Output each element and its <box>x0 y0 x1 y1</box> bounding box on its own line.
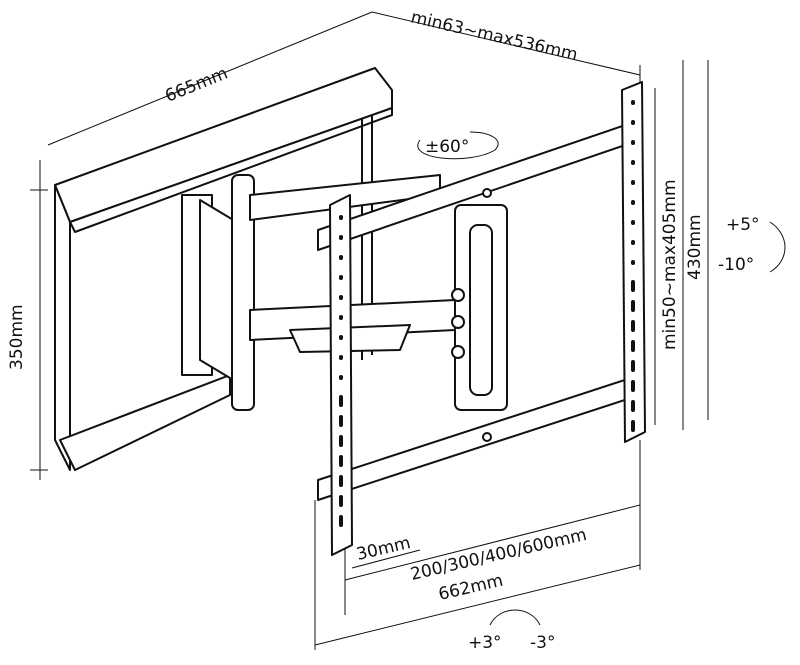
mounting-slot <box>339 495 343 507</box>
mounting-slot <box>631 380 635 392</box>
mounting-slot <box>339 455 343 467</box>
wall-plate-height-label: 350mm <box>7 304 27 370</box>
tv-bracket <box>317 81 646 556</box>
mounting-slot <box>631 180 635 185</box>
mounting-slot <box>339 335 343 340</box>
mounting-slot <box>631 220 635 225</box>
mounting-slot <box>339 235 343 240</box>
bracket-height-label: 430mm <box>685 214 705 280</box>
mounting-slot <box>339 295 343 300</box>
vesa-vertical-label: min50~max405mm <box>660 179 680 350</box>
level-plus-label: +3° <box>468 633 502 653</box>
mounting-slot <box>339 215 343 220</box>
wall-plate <box>54 67 393 471</box>
mounting-slot <box>631 140 635 145</box>
mounting-slot <box>631 280 635 292</box>
extension-label: min63~max536mm <box>409 7 580 65</box>
mounting-slot <box>631 100 635 105</box>
mounting-slot <box>339 255 343 260</box>
mounting-slot <box>631 320 635 332</box>
mounting-slot <box>339 355 343 360</box>
level-minus-label: -3° <box>530 633 555 653</box>
mounting-slot <box>339 375 343 380</box>
mounting-slot <box>339 395 343 407</box>
tilt-down-label: -10° <box>718 255 754 275</box>
mounting-slot <box>339 415 343 427</box>
mounting-slot <box>339 315 343 320</box>
rotation-arrows <box>417 131 786 626</box>
swivel-label: ±60° <box>425 137 469 157</box>
mounting-slot <box>631 160 635 165</box>
mounting-slot <box>631 200 635 205</box>
mounting-slot <box>631 120 635 125</box>
dimension-lines <box>30 11 709 650</box>
tilt-up-label: +5° <box>726 215 760 235</box>
mounting-slot <box>631 400 635 412</box>
swing-arms <box>181 174 456 411</box>
mounting-slot <box>631 360 635 372</box>
mounting-slot <box>631 420 635 432</box>
mounting-slot <box>631 340 635 352</box>
mounting-slot <box>339 475 343 487</box>
mounting-slot <box>339 515 343 527</box>
mounting-slot <box>339 435 343 447</box>
mounting-slot <box>631 240 635 245</box>
wall-plate-width-label: 665mm <box>162 64 230 107</box>
mounting-slot <box>631 260 635 265</box>
mounting-slot <box>339 275 343 280</box>
mounting-slot <box>631 300 635 312</box>
